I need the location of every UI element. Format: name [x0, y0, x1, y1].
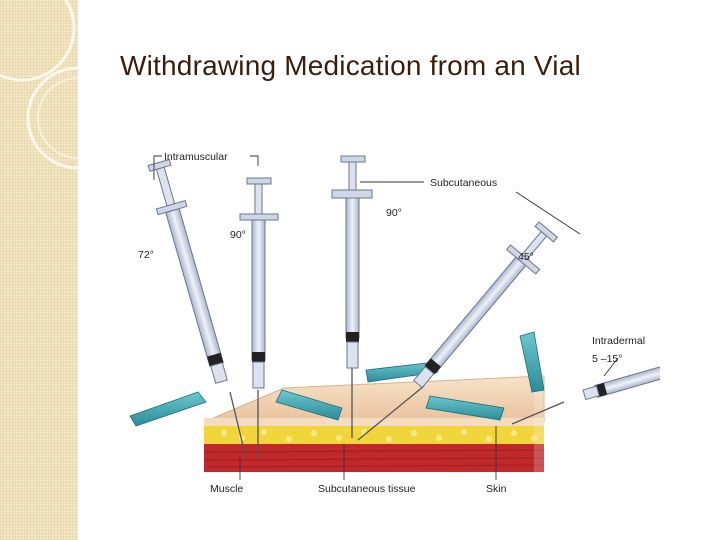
- label-angle-90-right: 90°: [386, 207, 402, 219]
- slide-title: Withdrawing Medication from an Vial: [120, 50, 581, 81]
- subcutaneous-layer: [204, 426, 544, 444]
- label-angle-90-left: 90°: [230, 229, 246, 241]
- cap-left-2: [275, 389, 343, 421]
- syringe-90deg-right: [331, 155, 373, 369]
- syringe-45deg: [413, 221, 559, 389]
- cap-right: [425, 395, 505, 421]
- cap-intradermal: [519, 331, 545, 393]
- syringe-72deg: [147, 158, 228, 384]
- label-angle-72: 72°: [138, 249, 154, 261]
- syringe-intradermal: [582, 360, 660, 401]
- fat-texture: [221, 429, 537, 442]
- block-fade: [534, 376, 544, 472]
- skin-layer: [204, 418, 544, 426]
- muscle-texture: [203, 449, 545, 468]
- label-subcutaneous-tissue: Subcutaneous tissue: [318, 483, 416, 495]
- cap-left-1: [129, 391, 207, 427]
- label-intramuscular: Intramuscular: [164, 151, 228, 163]
- needle-caps: [129, 331, 545, 427]
- tissue-block: [203, 375, 545, 472]
- injection-angles-diagram: Intramuscular Subcutaneous Intradermal 7…: [124, 140, 660, 502]
- decorative-sidebar: [0, 0, 78, 540]
- needles: [229, 366, 565, 459]
- cap-mid: [365, 361, 439, 383]
- label-intradermal: Intradermal: [592, 335, 645, 347]
- leader-lines: [153, 155, 619, 480]
- label-angle-45: 45°: [518, 251, 534, 263]
- label-muscle: Muscle: [210, 483, 243, 495]
- label-skin: Skin: [486, 483, 507, 495]
- label-angle-intradermal: 5 –15°: [592, 353, 622, 365]
- syringe-90deg-left: [239, 177, 279, 389]
- label-subcutaneous: Subcutaneous: [430, 177, 497, 189]
- sidebar-circles-ornament: [0, 0, 78, 170]
